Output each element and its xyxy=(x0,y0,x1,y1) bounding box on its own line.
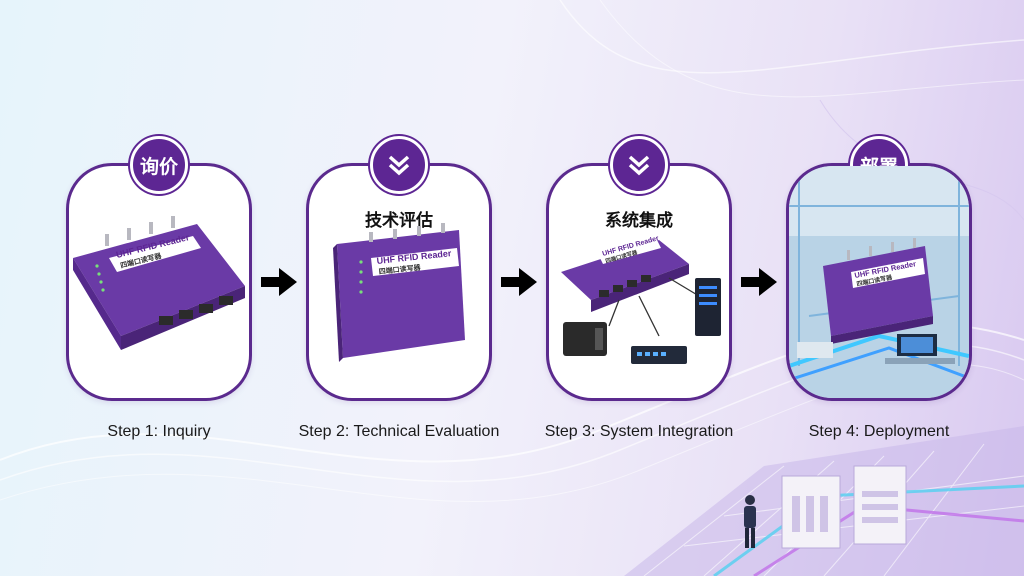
server-cabinet-2 xyxy=(853,465,907,545)
rfid-reader-image: UHF RFID Reader 四端口读写器 xyxy=(333,223,465,362)
arrow-right-icon xyxy=(261,268,297,296)
arrow-right-icon xyxy=(501,268,537,296)
step-3-heading: 系统集成 xyxy=(605,211,673,230)
step-2-badge xyxy=(370,136,428,194)
arrow-right-icon xyxy=(741,268,777,296)
step-3-label: Step 3: System Integration xyxy=(544,423,734,440)
step-1-label: Step 1: Inquiry xyxy=(107,423,211,440)
system-integration-image: UHF RFID Reader 四端口读写器 xyxy=(561,235,721,364)
computer-tower-icon xyxy=(695,278,721,336)
network-switch-icon xyxy=(631,346,687,364)
deployment-scene-image: UHF RFID Reader 四端口读写器 xyxy=(789,166,969,398)
person-figure xyxy=(744,495,756,548)
step-3-card: 系统集成 UHF RFID Reader 四端口读写器 xyxy=(546,136,732,401)
step-4-card: 部署 UHF RFID Reader 四端口读写器 xyxy=(786,136,972,401)
double-chevron-down-icon xyxy=(388,155,410,176)
double-chevron-down-icon xyxy=(628,155,650,176)
step-1-card: 询价 UHF RFID Reader 四端口读写器 xyxy=(66,136,252,401)
step-1-badge: 询价 xyxy=(130,136,188,194)
power-adapter-icon xyxy=(563,322,607,356)
server-cabinet-1 xyxy=(781,475,841,549)
step-2-label: Step 2: Technical Evaluation xyxy=(298,423,500,440)
step-2-heading: 技术评估 xyxy=(365,211,433,230)
step-4-label: Step 4: Deployment xyxy=(808,423,950,440)
step-3-badge xyxy=(610,136,668,194)
step-2-card: 技术评估 UHF RFID Reader 四端口读写器 xyxy=(306,136,492,401)
facility-background-scene xyxy=(624,426,1024,576)
rfid-reader-image: UHF RFID Reader 四端口读写器 xyxy=(73,216,245,350)
desk-monitor-icon xyxy=(885,334,955,364)
